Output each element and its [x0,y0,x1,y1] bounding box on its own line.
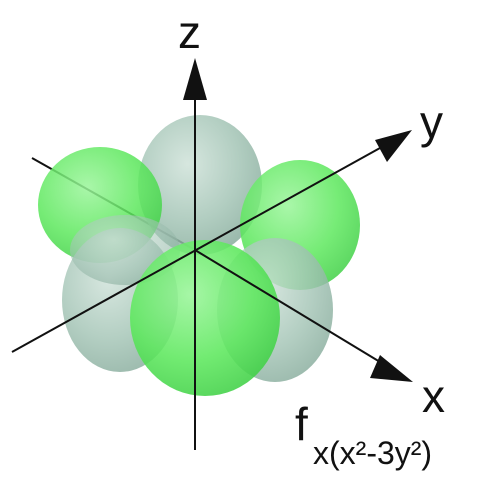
x-axis-label: x [422,370,445,422]
y-arrowhead [375,130,412,162]
y-axis-label: y [420,96,443,148]
lobe-back-upper-grey [138,115,262,255]
axes [11,58,413,450]
orbital-letter: f [295,398,308,450]
x-axis [194,249,386,366]
orbital-subscript: x(x²-3y²) [313,435,432,471]
z-arrowhead [183,58,207,100]
z-axis-label: z [178,6,201,58]
orbital-lobes [38,115,360,396]
x-arrowhead [370,355,413,382]
lobe-front-green [130,240,280,396]
